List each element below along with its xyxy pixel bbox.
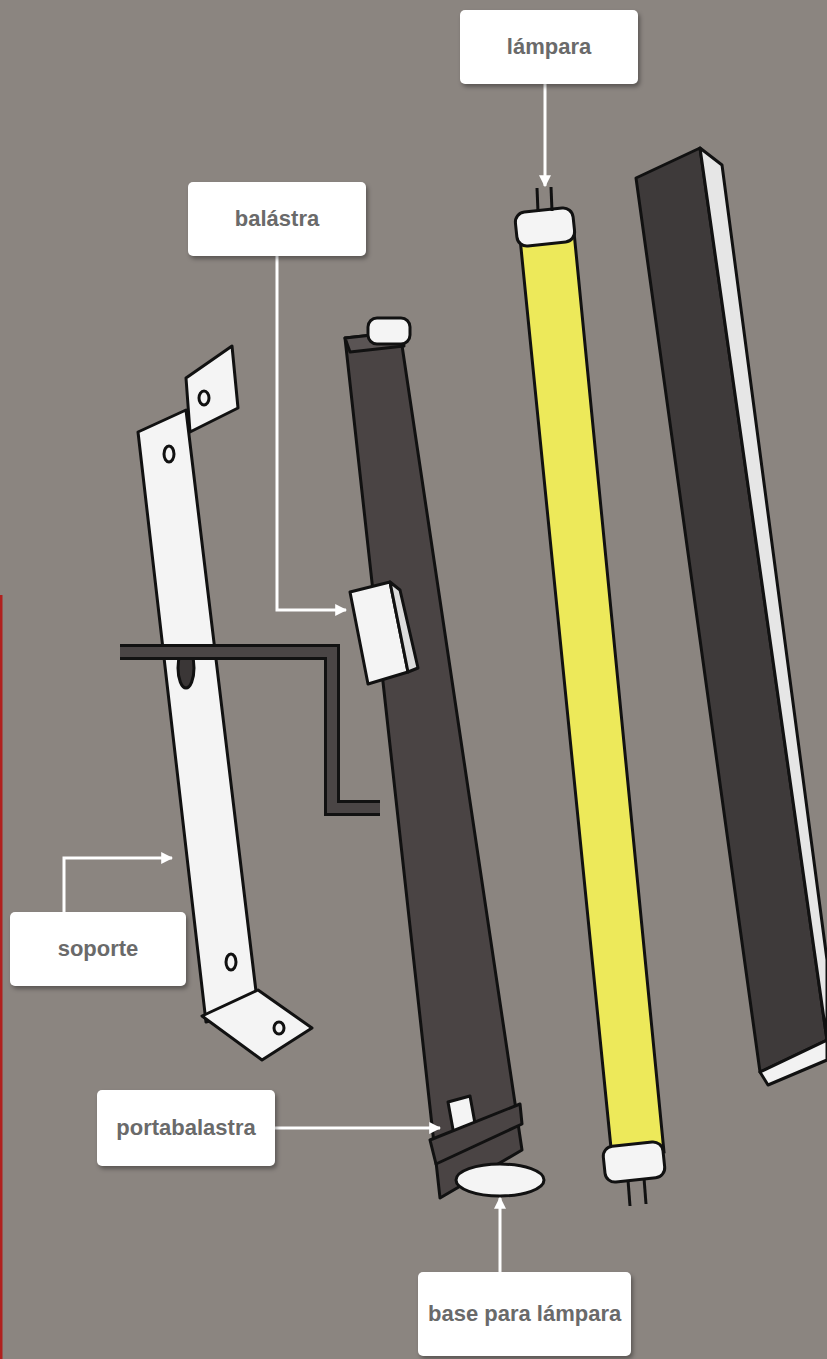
part-name: lámpara	[507, 34, 591, 59]
edge-line	[0, 595, 3, 1359]
callout-box: base para lámpara	[418, 1272, 631, 1356]
mounting-rod	[120, 652, 380, 808]
mounting-rod	[120, 652, 380, 808]
lamp-tube	[514, 187, 665, 1206]
leader-line	[64, 84, 545, 1272]
part-name: base para lámpara	[428, 1301, 621, 1326]
callout-box: balástra	[188, 182, 366, 256]
part-name: balástra	[235, 206, 319, 231]
part-name: soporte	[58, 936, 139, 961]
housing	[636, 148, 827, 1085]
callout-box: portabalastra	[97, 1090, 275, 1166]
part-name: portabalastra	[116, 1115, 255, 1140]
callout-box: lámpara	[460, 10, 638, 84]
ballast-holder	[345, 318, 544, 1198]
callout-box: soporte	[10, 912, 186, 986]
